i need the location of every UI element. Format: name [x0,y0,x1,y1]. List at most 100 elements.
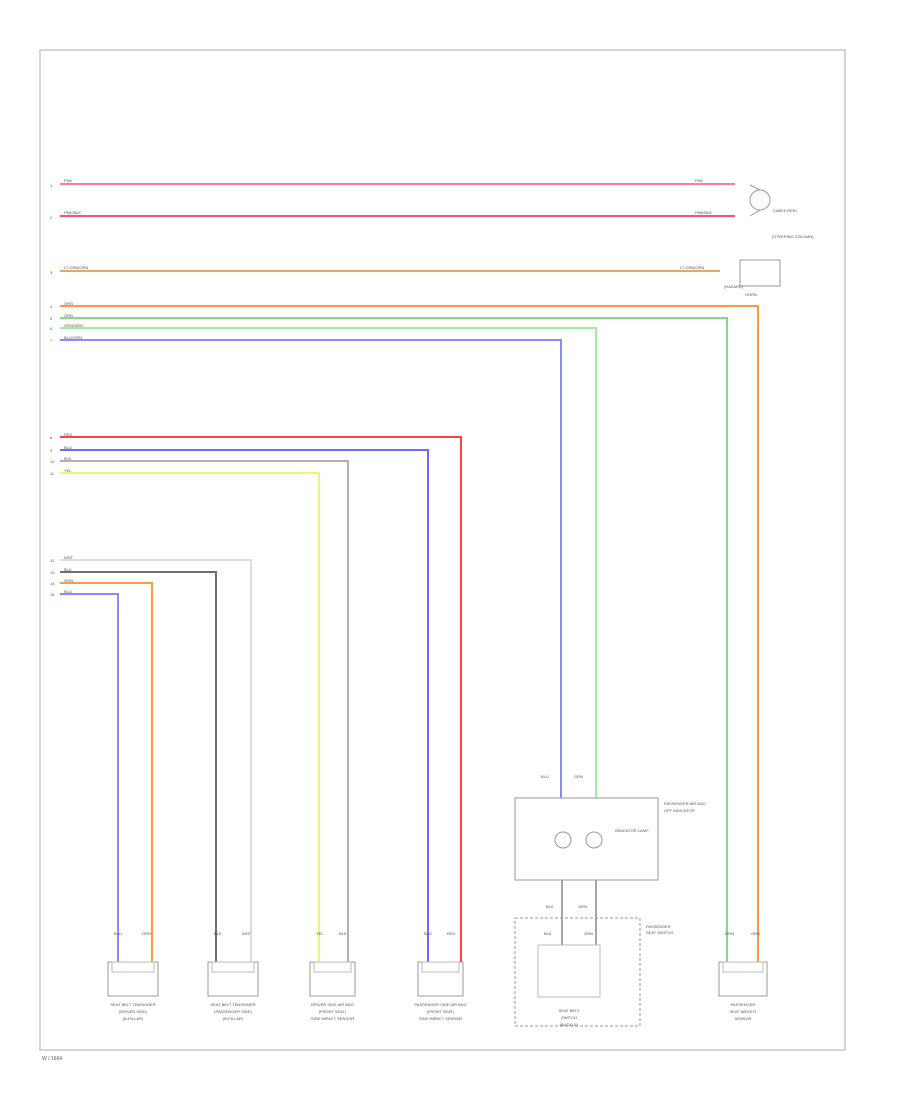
component-pin-right-seat_belt_r: WHT [242,931,252,936]
component-pin-right-seat_belt_l: ORN [142,931,151,936]
wire-c1 [60,559,252,962]
component-pin-right-pas_sensor: ORN [751,931,760,936]
seat-switch-inner [537,944,601,998]
wire-pin-b2: 9 [50,448,53,453]
wire-pin-b3: 10 [50,459,55,464]
component-note-seat_belt_r: (B-PILLAR) [223,1016,244,1021]
component-box-side_bag_drv [309,961,356,997]
component-pin-left-side_bag_pas: BLU [424,931,432,936]
component-connector-seat_belt_r [211,961,255,973]
component-name-seat_switch: SEAT BELT [559,1008,580,1013]
horn-note: (HAZARD) [724,284,744,289]
cable-reel-name: CABLE REEL [773,208,798,213]
wire-label-a1: ORN [64,301,73,306]
wire-label-a2: GRN [64,313,73,318]
component-box-seat_belt_l [107,961,159,997]
wire-label-b2: BLU [64,445,72,450]
wire-label-c1: WHT [64,555,74,560]
wire-label-right-w2: PNK/BLK [695,210,712,215]
component-pin-right-seat_switch: GRN [584,931,593,936]
wire-pin-b1: 8 [50,435,53,440]
horn-component: HORN (HAZARD) [724,259,781,297]
wire-label-c4: BLU [64,589,72,594]
wire-a3 [60,327,597,798]
component-sub-seat_belt_r: (PASSENGER SIDE) [214,1009,252,1014]
wire-label-a3: GRN/ORN [64,323,83,328]
wire-b4 [60,472,320,962]
component-pin-right-side_bag_drv: BLK [339,931,347,936]
wire-label-left-w3: LT GRN/ORN [64,265,88,270]
indicator-lamp-right [585,831,603,849]
wire-label-left-w1: PNK [64,178,73,183]
indicator-box [514,797,659,881]
wire-a4 [60,339,562,798]
component-name-seat_belt_l: SEAT BELT TENSIONER [110,1002,155,1007]
component-connector-seat_belt_l [111,961,155,973]
wire-label-left-w2: PNK/BLK [64,210,81,215]
component-note-seat_belt_l: (B-PILLAR) [123,1016,144,1021]
wire-pin-w1: 1 [50,183,53,188]
wire-label-c2: BLK [64,567,72,572]
indicator-pin-left: BLU [541,774,549,779]
component-sub-side_bag_drv: (FRONT SEAT) [319,1009,347,1014]
wire-pin-a3: 6 [50,326,53,331]
component-note-side_bag_pas: SIDE IMPACT SENSOR [419,1016,462,1021]
component-note-pas_sensor: SENSOR [735,1016,752,1021]
component-note-seat_switch: (BUCKLE) [560,1022,579,1027]
component-name-side_bag_drv: DRIVER SIDE AIR BAG [311,1002,354,1007]
wire-pin-a2: 5 [50,316,53,321]
cable-reel-coil [749,189,771,211]
wire-c4 [60,593,119,962]
wire-pin-b4: 11 [50,471,55,476]
cable-reel-note: (STEERING COLUMN) [772,234,814,239]
seat-switch-box [514,917,641,1027]
wire-label-b1: RED [64,432,73,437]
wire-pin-w2: 2 [50,215,53,220]
component-pin-left-seat_belt_l: BLU [114,931,122,936]
component-pin-left-seat_switch: BLK [544,931,552,936]
component-pin-right-side_bag_pas: RED [447,931,456,936]
indicator-sub: OFF INDICATOR [664,808,695,813]
component-box-seat_belt_r [207,961,259,997]
component-name-side_bag_pas: PASSENGER SIDE AIR BAG [414,1002,466,1007]
cable-reel-component: CABLE REEL (STEERING COLUMN) [749,184,814,239]
wire-label-b4: YEL [64,468,72,473]
component-connector-pas_sensor [722,961,764,973]
seat-switch-pin-right: GRN [578,904,587,909]
wire-label-b3: BLK [64,456,72,461]
wire-pin-c2: 13 [50,570,55,575]
wire-pin-c3: 14 [50,581,55,586]
indicator-module: INDICATOR LAMP PASSENGER AIR BAG OFF IND… [514,774,706,881]
wire-pin-a4: 7 [50,338,53,343]
indicator-name: PASSENGER AIR BAG [664,801,706,806]
component-name-pas_sensor: PASSENGER [731,1002,756,1007]
component-connector-side_bag_pas [421,961,460,973]
wire-label-right-w3: LT GRN/ORN [680,265,704,270]
indicator-pin-right: GRN [574,774,583,779]
wire-label-c3: ORN [64,578,73,583]
seat-switch-module: PASSENGER SEAT SWITCH BLK GRN [514,904,673,1027]
component-name-seat_belt_r: SEAT BELT TENSIONER [210,1002,255,1007]
frame-caption: W / 1664 [42,1056,62,1062]
component-note-side_bag_drv: SIDE IMPACT SENSOR [311,1016,354,1021]
seat-switch-pin-left: BLK [546,904,554,909]
wire-pin-a1: 4 [50,304,53,309]
wire-b2 [60,449,429,962]
wire-c3 [60,582,153,962]
component-pin-left-side_bag_drv: YEL [316,931,324,936]
wire-b1 [60,436,462,962]
wire-a1 [60,305,759,962]
component-connector-side_bag_drv [313,961,352,973]
wire-pin-w3: 3 [50,270,53,275]
wire-label-a4: BLU/GRN [64,335,82,340]
seat-switch-sub: SEAT SWITCH [646,930,673,935]
component-box-side_bag_pas [417,961,464,997]
seat-switch-name: PASSENGER [646,924,671,929]
indicator-lamp-left [554,831,572,849]
wire-c2 [60,571,217,962]
